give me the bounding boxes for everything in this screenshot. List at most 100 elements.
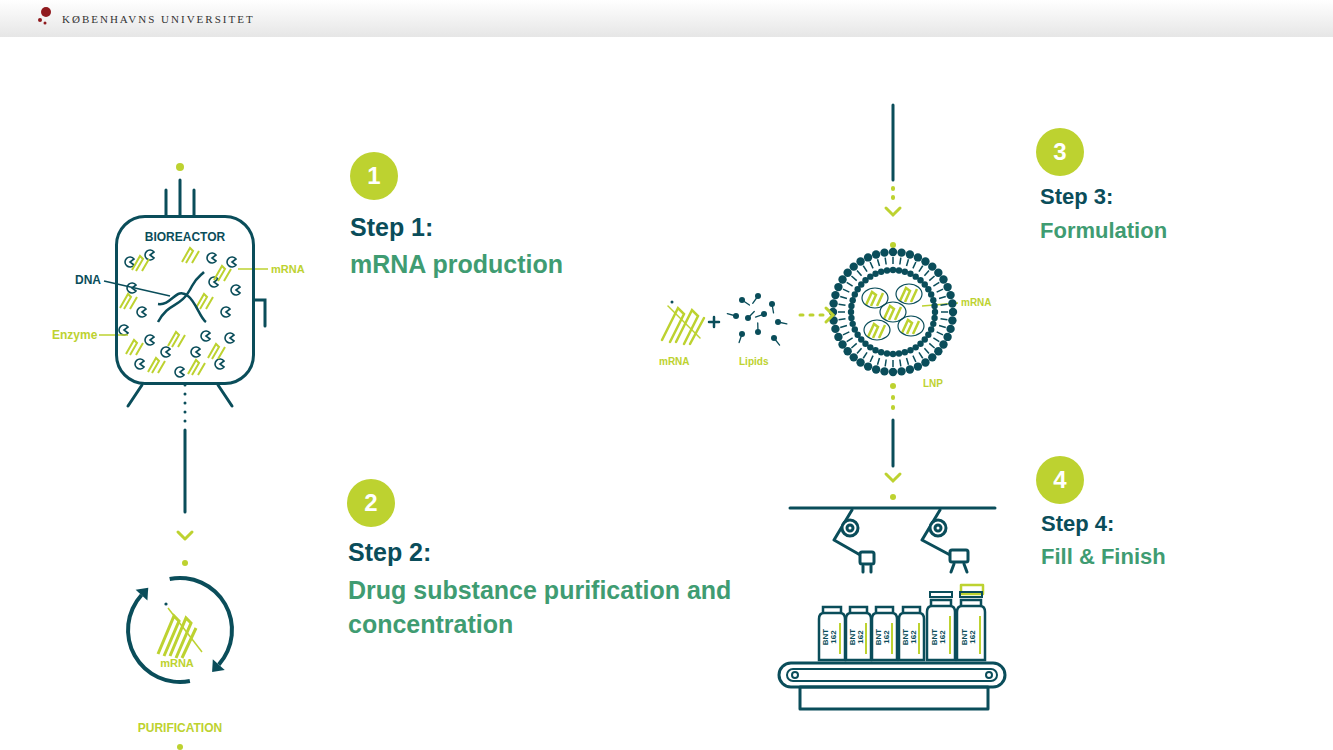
fill-finish-machine	[935, 525, 941, 531]
bioreactor-contents	[132, 256, 149, 271]
vial	[819, 592, 985, 660]
bioreactor-contents	[120, 294, 137, 309]
lipid-nanoparticle	[834, 283, 842, 291]
mixing-inputs	[742, 300, 749, 305]
vial	[960, 592, 982, 597]
lipid-nanoparticle	[843, 289, 849, 292]
lipid-nanoparticle	[931, 315, 937, 321]
fill-finish-machine	[800, 687, 988, 709]
institution-name: KØBENHAVNS UNIVERSITET	[62, 12, 255, 26]
step-badge: 3Step 3:Formulation	[1036, 128, 1084, 176]
bioreactor-contents	[119, 325, 128, 335]
fill-finish-machine	[779, 508, 1005, 709]
purification-cycle	[168, 608, 202, 652]
part-label: mRNA	[271, 262, 305, 276]
lipid-nanoparticle	[880, 302, 906, 322]
dna-helix	[158, 293, 206, 322]
bioreactor-contents	[221, 307, 230, 317]
lipid-nanoparticle	[930, 321, 936, 327]
vial	[957, 600, 985, 660]
mixing-inputs	[772, 304, 774, 313]
formulation-line	[891, 197, 895, 198]
fill-finish-machine	[922, 510, 952, 556]
lipid-nanoparticle	[921, 358, 929, 366]
input-label: Lipids	[739, 355, 768, 368]
lipid-nanoparticle	[847, 282, 853, 286]
lipid-nanoparticle	[932, 309, 938, 315]
lipid-nanoparticle	[930, 297, 936, 303]
lipid-nanoparticle	[892, 257, 894, 264]
lipid-nanoparticle	[899, 360, 901, 367]
header-bar	[44, 22, 47, 25]
dna-helix	[158, 272, 204, 322]
lipid-nanoparticle	[838, 340, 846, 348]
mixing-inputs	[774, 338, 780, 345]
lipid-nanoparticle	[933, 282, 939, 286]
lipid-nanoparticle	[829, 248, 957, 376]
lipid-nanoparticle	[851, 343, 856, 348]
formulation-line	[891, 188, 895, 189]
flow-markers	[177, 744, 183, 750]
lipid-nanoparticle	[937, 332, 943, 335]
lipid-nanoparticle	[921, 257, 929, 265]
vial	[899, 607, 924, 660]
lipid-nanoparticle	[931, 303, 937, 309]
lipid-nanoparticle	[948, 299, 956, 307]
lipid-nanoparticle	[878, 358, 880, 365]
lipid-nanoparticle	[884, 258, 886, 265]
mixing-inputs	[800, 314, 823, 317]
bioreactor-contents	[168, 332, 185, 347]
leader-line	[99, 269, 958, 335]
fill-finish-machine	[930, 520, 946, 536]
lipid-nanoparticle	[902, 269, 908, 275]
lipid-nanoparticle	[839, 318, 846, 320]
bioreactor-contents	[125, 257, 134, 267]
lipid-nanoparticle	[831, 291, 839, 299]
lipid-nanoparticle	[839, 303, 846, 305]
cycle-label: mRNA	[122, 657, 232, 670]
lipid-nanoparticle	[843, 269, 851, 277]
bioreactor-contents	[201, 331, 210, 341]
lipid-nanoparticle	[941, 311, 948, 313]
formulation-line	[886, 208, 900, 215]
header-bar	[0, 0, 1333, 37]
step-number: 2	[347, 479, 395, 527]
lipid-nanoparticle	[899, 258, 901, 265]
part-label: Enzyme	[52, 328, 97, 343]
step-title: Step 3:	[1040, 184, 1113, 210]
leader-line	[99, 334, 128, 336]
flow-connector	[184, 385, 187, 575]
bioreactor-contents	[145, 335, 154, 345]
lipid-nanoparticle	[892, 360, 894, 367]
vial	[872, 607, 897, 660]
bioreactor-contents	[126, 340, 143, 355]
step-title: Step 2:	[348, 537, 431, 567]
bioreactor-contents	[148, 358, 165, 373]
fill-finish-machine	[847, 525, 853, 531]
vial-label: BNT 162	[822, 624, 838, 650]
bioreactor-contents	[227, 257, 236, 267]
vial-label: BNT 162	[875, 624, 891, 650]
lipid-nanoparticle	[851, 276, 856, 281]
lipid-nanoparticle	[847, 338, 853, 342]
vial-label: BNT 162	[849, 624, 865, 650]
step-number: 3	[1036, 128, 1084, 176]
lipid-nanoparticle	[946, 325, 954, 333]
step-subtitle: Fill & Finish	[1041, 540, 1333, 574]
step-badge: 4Step 4:Fill & Finish	[1036, 456, 1084, 504]
lipid-nanoparticle	[864, 320, 890, 340]
lipid-nanoparticle	[939, 326, 946, 328]
header-bar	[41, 7, 51, 17]
header-bar	[38, 18, 42, 22]
bioreactor-frame	[128, 385, 142, 406]
bioreactor-frame	[179, 180, 182, 215]
lipid-nanoparticle	[928, 291, 934, 297]
lipid-nanoparticle	[850, 353, 858, 361]
bioreactor-frame	[193, 190, 196, 215]
lipid-nanoparticle	[896, 267, 902, 273]
lipid-nanoparticle	[856, 257, 864, 265]
fill-finish-machine	[950, 550, 968, 562]
lipid-nanoparticle	[934, 269, 942, 277]
bioreactor-contents	[182, 248, 199, 263]
